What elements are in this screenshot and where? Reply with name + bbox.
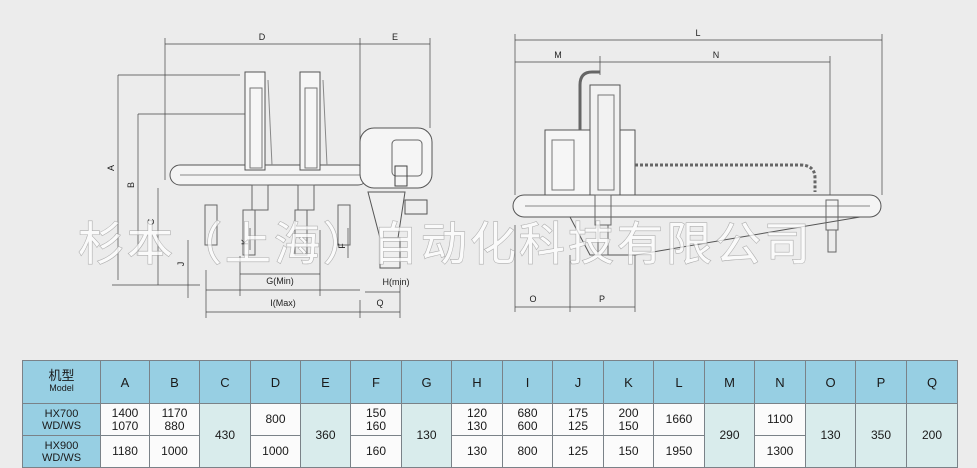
dim-label-i: I(Max) bbox=[270, 298, 296, 308]
cell-f: 160 bbox=[350, 435, 402, 468]
dim-label-c: C bbox=[146, 218, 156, 225]
cell-b: 1000 bbox=[149, 435, 200, 468]
col-header-i: I bbox=[502, 360, 553, 404]
col-header-j: J bbox=[552, 360, 604, 404]
dim-label-n: N bbox=[713, 50, 720, 60]
col-header-k: K bbox=[603, 360, 654, 404]
col-header-p: P bbox=[855, 360, 907, 404]
col-header-f: F bbox=[350, 360, 402, 404]
cell-j: 125 bbox=[552, 435, 604, 468]
dim-label-b: B bbox=[126, 182, 136, 188]
model-header-label: 机型 bbox=[48, 368, 75, 383]
cell-g: 130 bbox=[401, 403, 452, 468]
col-header-g: G bbox=[401, 360, 452, 404]
col-header-b: B bbox=[149, 360, 200, 404]
cell-e: 360 bbox=[300, 403, 351, 468]
col-header-o: O bbox=[805, 360, 856, 404]
col-header-c: C bbox=[199, 360, 251, 404]
cell-n: 1100 bbox=[754, 403, 806, 436]
cell-k: 150 bbox=[603, 435, 654, 468]
cell-c: 430 bbox=[199, 403, 251, 468]
dim-label-p: P bbox=[599, 294, 605, 304]
cell-q: 200 bbox=[906, 403, 958, 468]
dim-label-o: O bbox=[529, 294, 536, 304]
right-view bbox=[512, 34, 883, 312]
cell-l: 1950 bbox=[653, 435, 705, 468]
cell-m: 290 bbox=[704, 403, 755, 468]
col-header-q: Q bbox=[906, 360, 958, 404]
cell-n: 1300 bbox=[754, 435, 806, 468]
cell-a: 1180 bbox=[100, 435, 150, 468]
col-header-m: M bbox=[704, 360, 755, 404]
col-header-l: L bbox=[653, 360, 705, 404]
dim-label-q: Q bbox=[376, 298, 383, 308]
dim-label-l: L bbox=[695, 28, 700, 38]
dim-label-m: M bbox=[554, 50, 562, 60]
cell-d: 800 bbox=[250, 403, 301, 436]
left-view bbox=[112, 38, 433, 318]
col-header-n: N bbox=[754, 360, 806, 404]
col-header-e: E bbox=[300, 360, 351, 404]
cell-o: 130 bbox=[805, 403, 856, 468]
dim-label-a: A bbox=[106, 165, 116, 171]
company-watermark: 杉本（上海）自动化科技有限公司 bbox=[78, 218, 813, 270]
cell-i: 800 bbox=[502, 435, 553, 468]
dim-label-h: H(min) bbox=[383, 277, 410, 287]
dim-label-f: F bbox=[337, 243, 347, 249]
dim-label-e: E bbox=[392, 32, 398, 42]
cell-d: 1000 bbox=[250, 435, 301, 468]
col-header-d: D bbox=[250, 360, 301, 404]
left-dimension-lines bbox=[112, 38, 431, 318]
cell-h: 130 bbox=[451, 435, 503, 468]
model-header-sub: Model bbox=[49, 383, 74, 393]
dim-label-d: D bbox=[259, 32, 266, 42]
dim-label-g: G(Min) bbox=[266, 276, 294, 286]
cell-l: 1660 bbox=[653, 403, 705, 436]
col-header-h: H bbox=[451, 360, 503, 404]
right-dimension-lines bbox=[514, 34, 883, 312]
dim-label-j: J bbox=[176, 262, 186, 267]
dim-label-k: K bbox=[240, 239, 250, 245]
col-header-a: A bbox=[100, 360, 150, 404]
technical-drawing: D E A B C J K F G(Min) H(min) I(Max) Q bbox=[77, 28, 883, 318]
cell-p: 350 bbox=[855, 403, 907, 468]
